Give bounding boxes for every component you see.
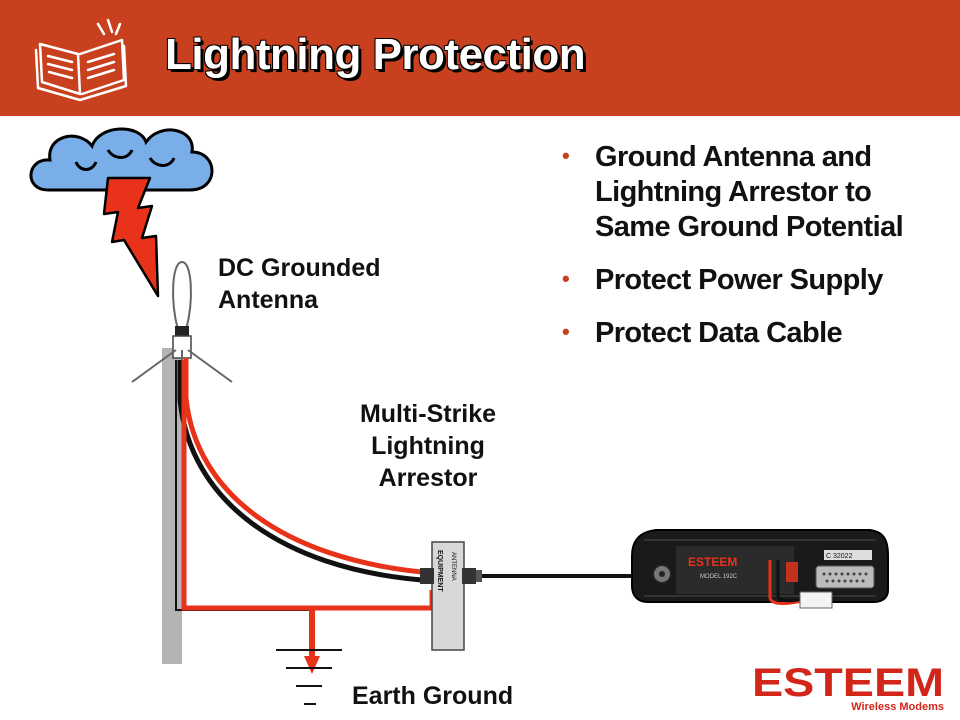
modem-serial-text: C 32022 (826, 553, 853, 560)
logo-tagline-text: Wireless Modems (851, 701, 944, 713)
page-title: Lightning Protection (165, 30, 586, 79)
bullet-item: •Ground Antenna and Lightning Arrestor t… (562, 141, 904, 243)
header-bar: Lightning Protection (0, 0, 960, 116)
bullet-list: •Ground Antenna and Lightning Arrestor t… (562, 140, 952, 369)
cloud-icon (29, 127, 214, 192)
arrestor-label: Multi-Strike Lightning Arrestor (359, 400, 497, 492)
ground-wire-mast (175, 360, 312, 611)
arrestor-equipment-text: EQUIPMENT (436, 550, 443, 592)
earth-ground-symbol (276, 649, 342, 705)
modem-device: ESTEEM MODEL 192C C 32022 (631, 529, 889, 609)
book-icon (34, 18, 128, 102)
lightning-arrestor: EQUIPMENT ANTENNA (420, 541, 482, 651)
bullet-item: •Protect Data Cable (562, 317, 843, 349)
antenna-label: DC Grounded Antenna (218, 254, 381, 314)
earth-ground-label: Earth Ground (352, 682, 514, 710)
antenna (131, 260, 233, 383)
modem-brand-text: ESTEEM (688, 555, 737, 569)
coax-cable-red (183, 358, 423, 575)
esteem-logo: ESTEEM Wireless Modems (752, 661, 944, 713)
lightning-bolt-icon (102, 176, 160, 298)
bullet-item: •Protect Power Supply (562, 264, 883, 296)
modem-model-text: MODEL 192C (700, 574, 738, 580)
arrestor-antenna-text: ANTENNA (450, 552, 456, 581)
logo-brand-text: ESTEEM (752, 661, 944, 705)
